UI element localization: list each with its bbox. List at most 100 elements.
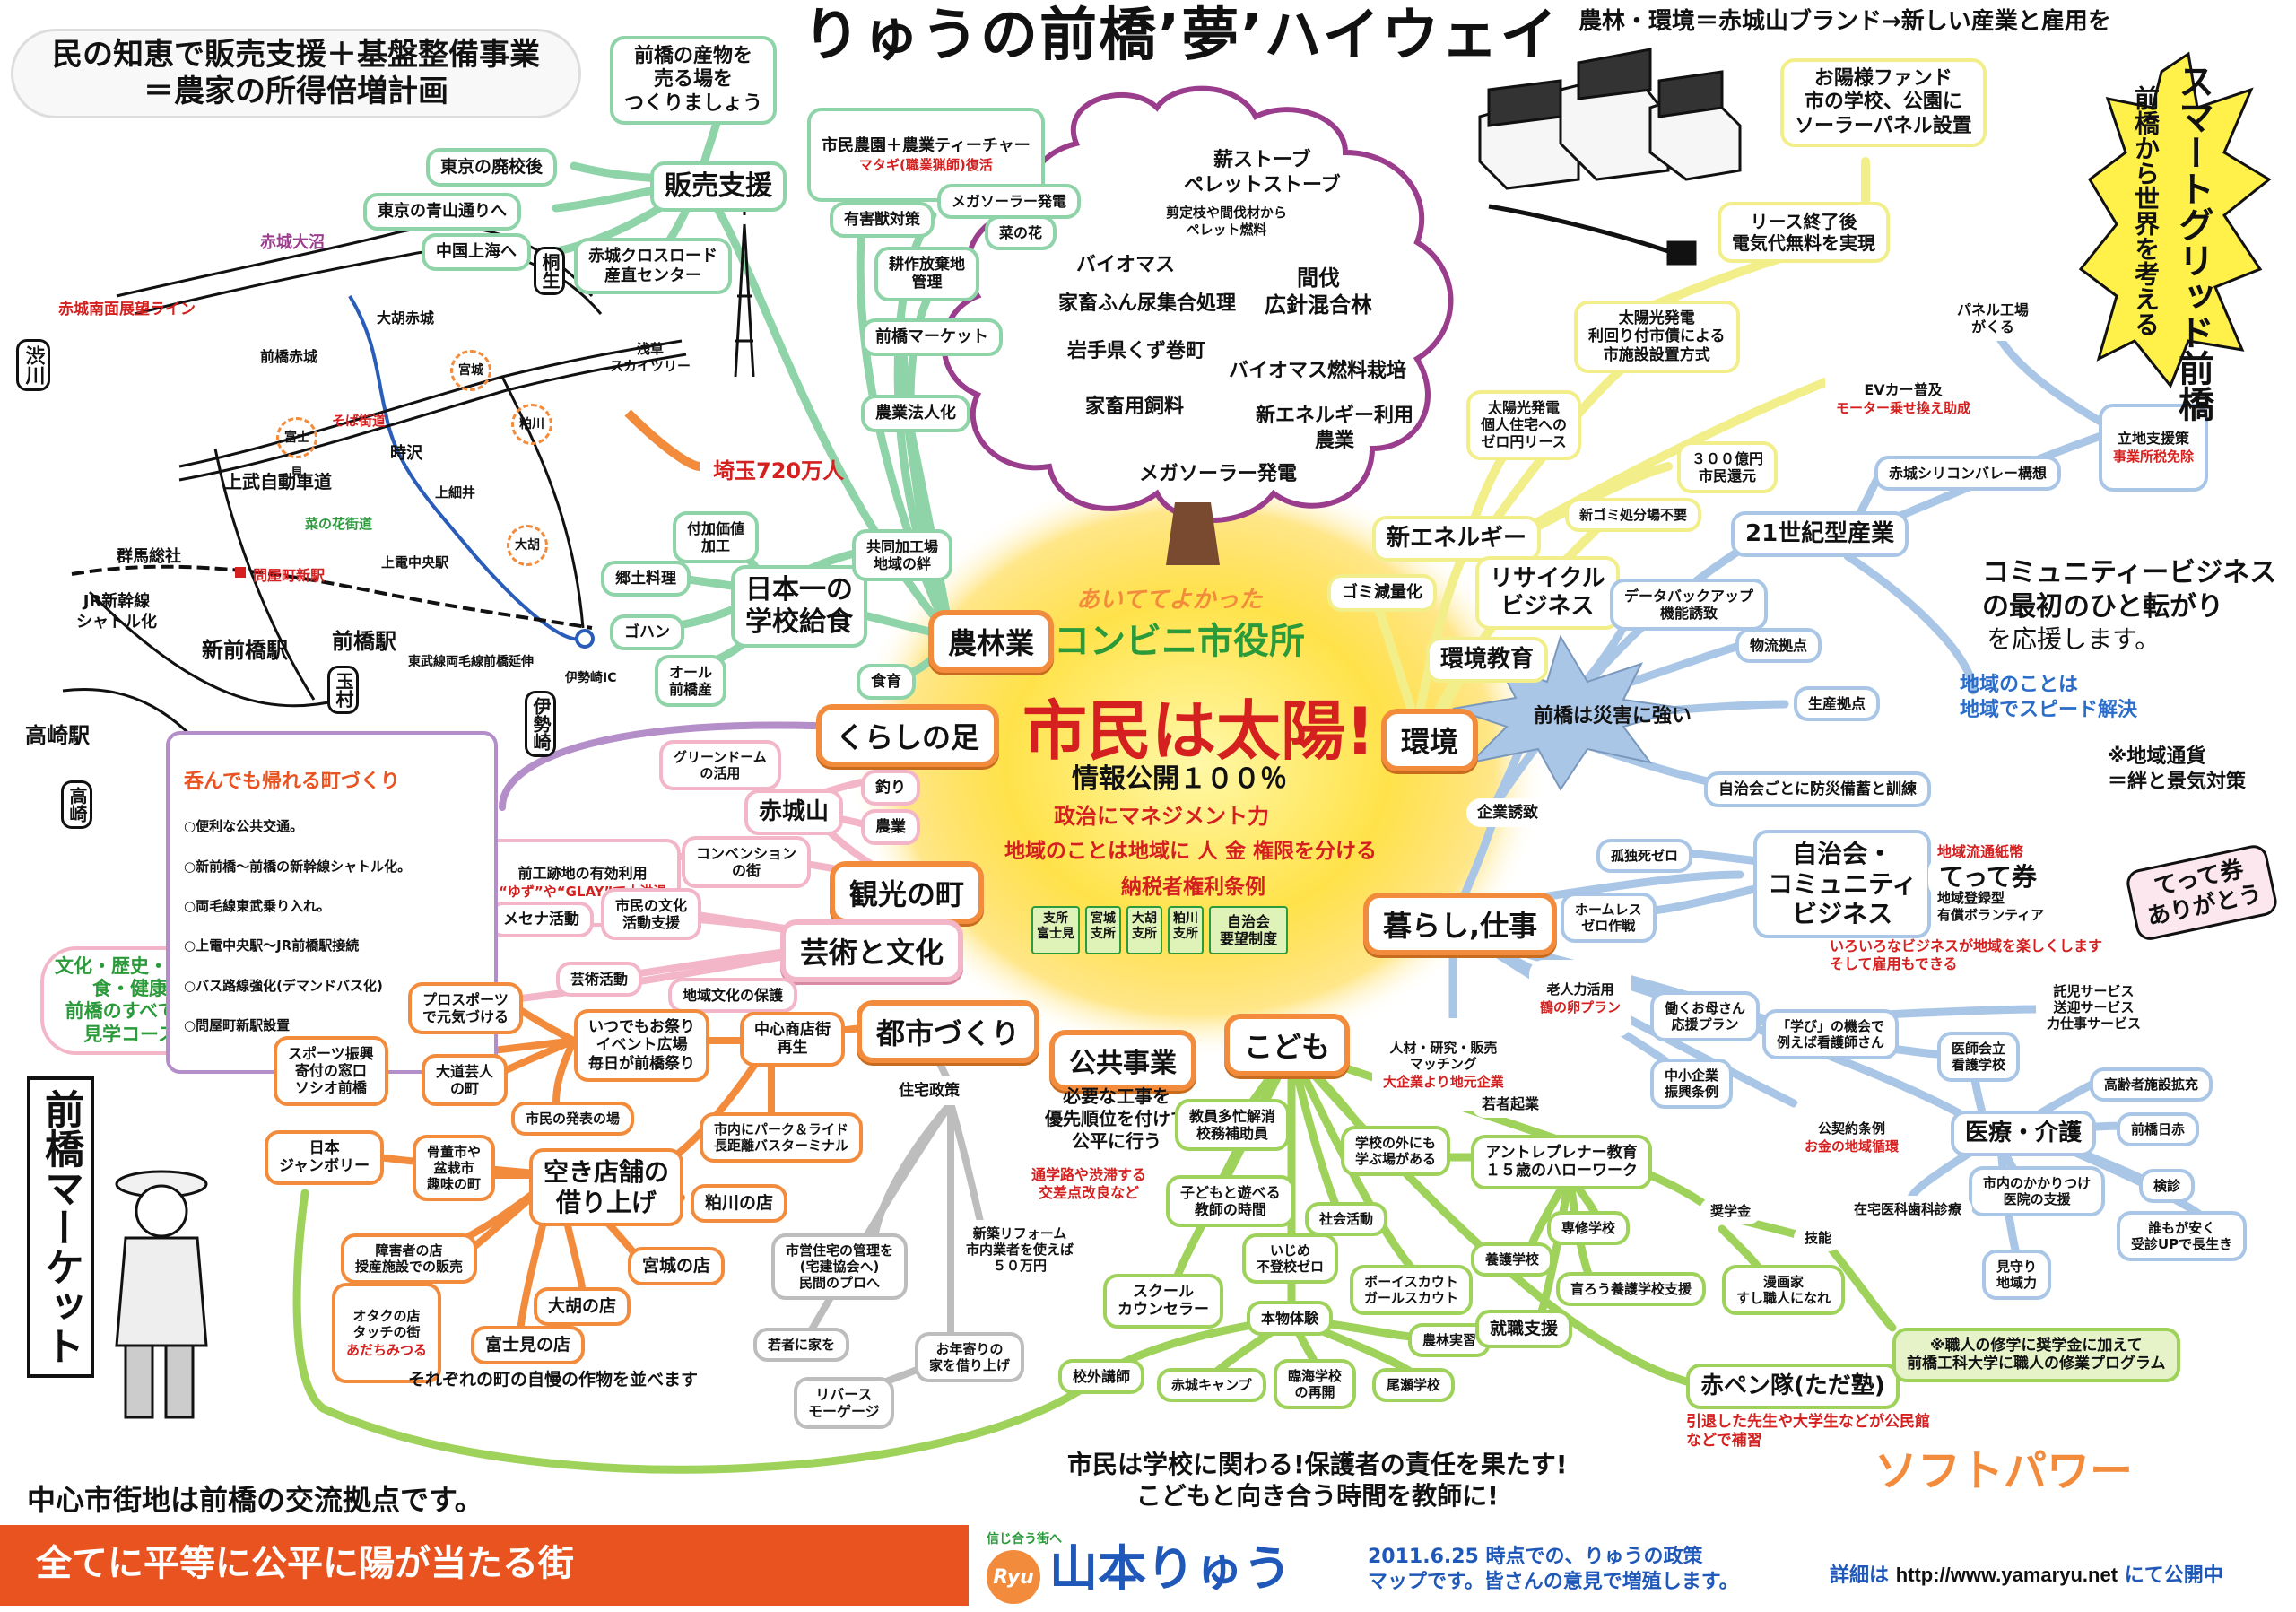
link-kodomo-shakai <box>1287 1045 1341 1211</box>
map-label-ogo: 大胡 <box>507 525 548 566</box>
node-lease-end: リース終了後 電気代無料を実現 <box>1718 202 1890 263</box>
node-shanghai: 中国上海へ <box>422 233 531 271</box>
node-shiei-kanri: 市営住宅の管理を (宅建協会へ) 民間のプロへ <box>771 1233 909 1300</box>
node-mimamori: 見守り 地域力 <box>1982 1250 2052 1300</box>
footer-url-post: にて公開中 <box>2124 1564 2223 1587</box>
node-otoshiyori: お年寄りの 家を借り上げ <box>915 1332 1025 1382</box>
map-label-nanohana: 菜の花街道 <box>305 516 373 532</box>
node-honmono: 本物体験 <box>1247 1301 1334 1337</box>
map-label-tonya: 問屋町新駅 <box>253 567 326 584</box>
map-label-kiryu: 桐生 <box>534 247 565 295</box>
logo-name: 山本りゅう <box>1049 1540 1292 1597</box>
node-haikou: 東京の廃校後 <box>426 148 558 187</box>
node-dare-demo: 誰もが安く 受診UPで長生き <box>2117 1211 2248 1261</box>
atachimitsuru-label: あだちみつる <box>346 1342 428 1358</box>
matagi-label: マタギ(職業猟師)復活 <box>859 157 993 174</box>
branch-miyagi: 宮城 支所 <box>1085 906 1121 955</box>
daikigyo-label: 大企業より地元企業 <box>1383 1074 1504 1090</box>
branch-fujimi: 支所 富士見 <box>1031 906 1080 955</box>
node-bousai: 前橋は災害に強い <box>1534 705 1692 728</box>
smartgrid-burst-icon <box>2078 51 2272 388</box>
node-otaku: オタクの店 タッチの街 あだちみつる <box>332 1283 442 1383</box>
node-butsuryu: 物流拠点 <box>1735 628 1822 664</box>
footer-url-link[interactable]: http://www.yamaryu.net <box>1895 1564 2118 1586</box>
cloud-item-pellet: 剪定枝や間伐材から ペレット燃料 <box>1166 205 1288 238</box>
node-oze: 尾瀬学校 <box>1372 1368 1456 1402</box>
map-rail-3 <box>213 448 316 701</box>
link-matsuri-hatsubyou <box>552 1037 578 1107</box>
center-sub4: 納税者権利条例 <box>1121 876 1265 899</box>
node-convention: コンベンション の街 <box>682 836 812 889</box>
node-gohan: ゴハン <box>610 614 684 651</box>
motor-label: モーター乗せ換え助成 <box>1836 400 1971 417</box>
node-rinkai: 臨海学校 の再開 <box>1274 1359 1357 1409</box>
hub-akagiyama: 赤城山 <box>744 789 844 836</box>
map-label-akagi-onuma: 赤城大沼 <box>260 233 325 252</box>
map-river <box>348 294 585 641</box>
map-label-saitama: 埼玉720万人 <box>713 458 845 484</box>
node-shokunin: ※職人の修学に奨学金に加えて 前橋工科大学に職人の修業プログラム <box>1892 1328 2180 1382</box>
hub-akapen: 赤ペン隊(ただ塾) <box>1686 1364 1900 1410</box>
smartgrid-sub: 前橋から世界を考える <box>2131 85 2161 336</box>
cloud-item-shinene: 新エネルギー利用 農業 <box>1256 405 1414 452</box>
center-sub3: 地域のことは地域に 人 金 権限を分ける <box>1004 840 1378 863</box>
map-label-skytree: 浅草 スカイツリー <box>610 341 691 374</box>
node-senmon: 専修学校 <box>1547 1211 1631 1245</box>
node-kenshin: 検診 <box>2139 1169 2196 1203</box>
hub-kurashi-shigoto: 暮らし,仕事 <box>1363 893 1558 955</box>
node-jutaku: 住宅政策 <box>888 1076 970 1106</box>
map-label-miyagi: 宮城 <box>450 350 491 391</box>
node-chiiki-tsuka-sub: 地域登録型 有償ボランティア <box>1937 890 2045 923</box>
farmer-icon <box>115 1170 208 1419</box>
node-pro-sports: プロスポーツ で元気づける <box>408 982 524 1035</box>
cloud-item-shiryo: 家畜用飼料 <box>1085 396 1185 418</box>
page-title: りゅうの前橋’夢’ハイウェイ <box>803 3 1560 69</box>
node-ohisama: お陽様ファンド 市の学校、公園に ソーラーパネル設置 <box>1780 58 1987 148</box>
logo-tag: 信じ合う街へ <box>987 1532 1062 1547</box>
node-akagi-silicon: 赤城シリコンバレー構想 <box>1874 456 2062 492</box>
node-geijutsu-katsudo: 芸術活動 <box>556 962 643 998</box>
nondemo-item-2: ○両毛線東武乗り入れ。 <box>184 897 331 914</box>
node-shougai: 障害者の店 授産施設での販売 <box>341 1233 478 1284</box>
node-school-counselor: スクール カウンセラー <box>1103 1274 1223 1329</box>
node-koureisha: 高齢者施設拡充 <box>2090 1067 2213 1102</box>
hub-hanbai: 販売支援 <box>650 161 787 212</box>
node-nougyo-houjin: 農業法人化 <box>861 395 970 432</box>
node-green-dome: グリーンドーム の活用 <box>659 740 781 790</box>
node-sanbyaku: ３００億円 市民還元 <box>1677 441 1779 494</box>
chiiki-tsuka-note: ※地域通貨 ＝絆と景気対策 <box>2108 745 2247 793</box>
hub-seiki21: 21世紀型産業 <box>1731 511 1909 558</box>
node-manabi: 「学び」の機会で 例えば看護師さん <box>1762 1009 1900 1059</box>
kokeiyaku-label: 公契約条例 <box>1818 1120 1886 1137</box>
cloud-item-nenryo: バイオマス燃料栽培 <box>1229 360 1407 382</box>
community-biz-title: コミュニティービジネス の最初のひと転がり <box>1982 557 2277 623</box>
map-label-ogo-akagi: 大胡赤城 <box>377 309 435 327</box>
nondemo-box: 呑んでも帰れる町づくり ○便利な公共交通。 ○新前橋～前橋の新幹線シャトル化。 … <box>166 731 498 1074</box>
center-main: 市民は太陽! <box>1022 693 1375 769</box>
map-rail-1 <box>71 564 593 630</box>
node-ev: EVカー普及 モーター乗せ換え助成 <box>1825 359 1982 440</box>
node-jichikai-bousai: 自治会ごとに防災備蓄と訓練 <box>1704 771 1931 808</box>
node-yogo: 養護学校 <box>1471 1242 1554 1277</box>
map-arrow-saitama <box>624 409 700 471</box>
link-kurashi-nondemo <box>499 721 842 811</box>
cloud-item-chikusan: 家畜ふん尿集合処理 <box>1058 292 1237 315</box>
footer-url-pre: 詳細は <box>1830 1564 1890 1587</box>
map-rail-2 <box>88 590 342 708</box>
cloud-item-biomass: バイオマス <box>1076 254 1176 276</box>
node-taiyo-riyou: 太陽光発電 利回り付市債による 市施設設置方式 <box>1574 301 1740 374</box>
node-shushoku: 就職支援 <box>1475 1310 1573 1348</box>
node-jamboree: 日本 ジャンボリー <box>265 1130 385 1185</box>
center-sub2: 政治にマネジメント力 <box>1054 804 1269 829</box>
node-gomi-zero: 新ゴミ処分場不要 <box>1565 498 1702 532</box>
nondemo-item-4: ○バス路線強化(デマンドバス化) <box>184 977 383 994</box>
kogai-plan-label: 鶴の卵プラン <box>1540 999 1622 1015</box>
node-seisan: 生産拠点 <box>1794 686 1881 722</box>
node-tsugakuro: 通学路や渋滞する 交差点改良など <box>1031 1166 1147 1201</box>
node-taiyo-kobetsu: 太陽光発電 個人住宅への ゼロ円リース <box>1466 390 1582 460</box>
branch-kasukawa: 粕川 支所 <box>1168 906 1204 955</box>
center-line2: コンビニ市役所 <box>1054 621 1305 662</box>
node-kasukawa-ten: 粕川の店 <box>691 1184 788 1223</box>
branch-row: 支所 富士見 宮城 支所 大胡 支所 粕川 支所 自治会 要望制度 <box>1031 906 1289 955</box>
